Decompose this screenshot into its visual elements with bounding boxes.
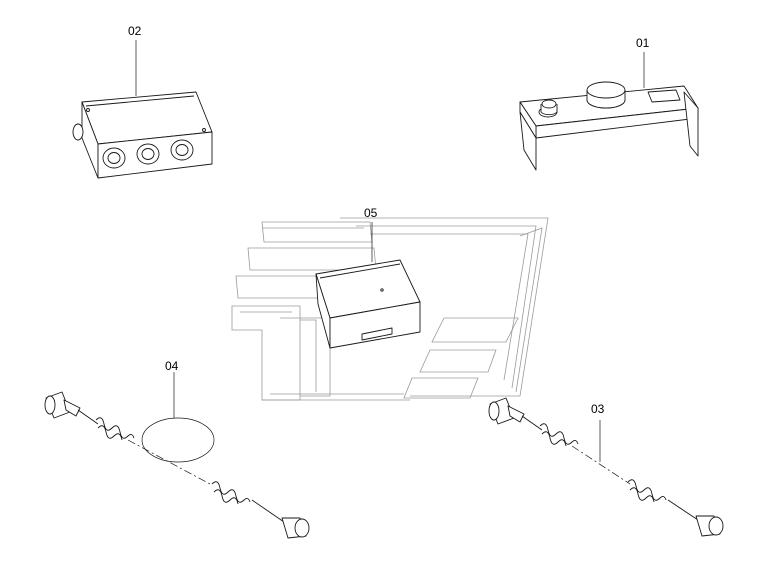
part-04-cable-assembly [44, 391, 310, 539]
part-01-sensor-bracket [519, 81, 699, 171]
callout-label-05: 05 [364, 206, 378, 220]
small-knob [538, 99, 558, 118]
plug-right [281, 517, 310, 539]
part-03-cable-assembly [488, 397, 724, 537]
connector-3 [170, 139, 194, 161]
plug-right [695, 515, 724, 537]
callout-label-04: 04 [165, 359, 179, 373]
plug-left [488, 397, 525, 425]
connector-2 [136, 143, 160, 165]
round-cap [586, 81, 626, 109]
plug-left [44, 391, 81, 419]
coil-spring-2 [211, 481, 251, 505]
connector-1 [102, 147, 126, 169]
coil-spring-1 [95, 417, 135, 441]
callout-label-02: 02 [128, 24, 142, 38]
leader-lines [135, 40, 645, 462]
coil-spring-1 [539, 423, 579, 447]
part-02-junction-box [72, 91, 213, 179]
coil-spring-2 [627, 479, 667, 503]
watermark-logo [231, 217, 549, 401]
part-05-control-unit [315, 259, 421, 349]
callout-label-01: 01 [636, 36, 650, 50]
callout-label-03: 03 [591, 402, 605, 416]
